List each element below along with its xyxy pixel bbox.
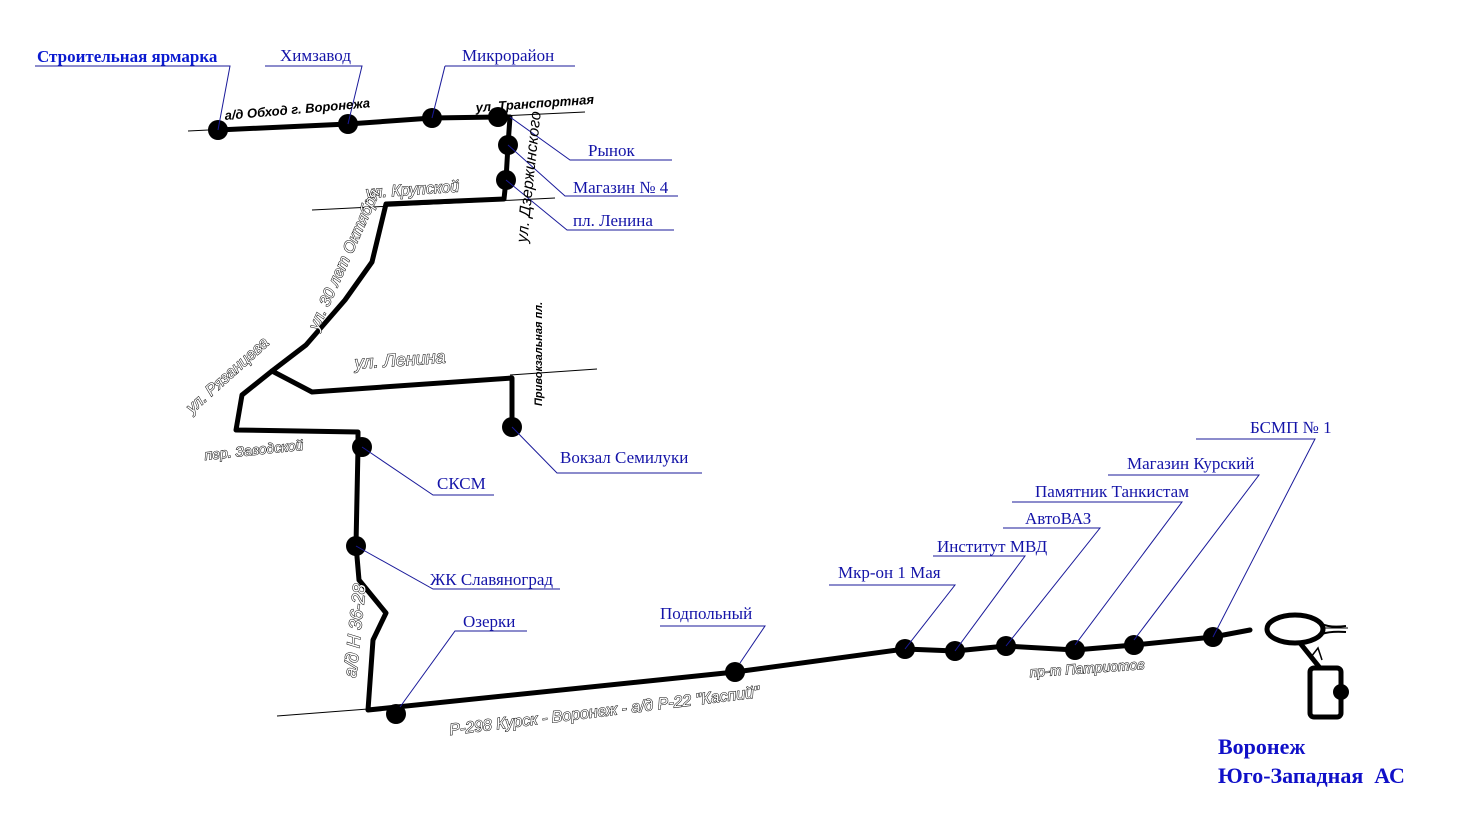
stop-dots xyxy=(208,107,1349,724)
leader-magazin-kursky xyxy=(1108,474,1261,641)
terminal-station: Юго-Западная АС xyxy=(1218,763,1405,788)
leader-podpolny xyxy=(660,625,766,664)
leader-magazin-4 xyxy=(507,144,678,197)
street-privokzalnaya: Привокзальная пл. xyxy=(533,302,545,406)
road-lenina xyxy=(509,368,598,376)
stop-dot-pamyatnik-tankistam[interactable] xyxy=(1065,640,1085,660)
stop-dot-ozerki[interactable] xyxy=(386,704,406,724)
label-ozerki: Озерки xyxy=(463,612,515,631)
leader-avtovaz xyxy=(1003,527,1102,647)
stop-labels: Строительная ярмарка Химзавод Микрорайон… xyxy=(37,46,1332,631)
street-zavodskoy: пер. Заводской xyxy=(204,437,304,463)
road-r298 xyxy=(276,708,369,717)
label-avtovaz: АвтоВАЗ xyxy=(1025,509,1091,528)
leader-sksm xyxy=(361,446,494,496)
leader-lines xyxy=(35,65,1316,708)
leader-institut-mvd xyxy=(933,555,1026,652)
leader-bsmp-1 xyxy=(1196,438,1316,638)
label-podpolny: Подпольный xyxy=(660,604,752,623)
label-bsmp-1: БСМП № 1 xyxy=(1250,418,1332,437)
roundabout-exit xyxy=(1321,623,1347,635)
direction-arrow-icon xyxy=(1310,646,1323,661)
leader-zhk-slavyanograd xyxy=(355,545,560,590)
stop-dot-podpolny[interactable] xyxy=(725,662,745,682)
leader-pamyatnik-tankistam xyxy=(1012,501,1183,646)
street-dzerzhinskogo: ул. Дзержинского xyxy=(514,110,545,244)
roundabout xyxy=(1264,612,1326,646)
label-zhk-slavyanograd: ЖК Славяноград xyxy=(430,570,553,589)
label-mikrorayon: Микрорайон xyxy=(462,46,554,65)
street-lenina: ул. Ленина xyxy=(352,347,446,373)
leader-stroitelnaya-yarmarka xyxy=(35,65,231,131)
route-line-north xyxy=(215,114,513,451)
label-magazin-4: Магазин № 4 xyxy=(573,178,669,197)
label-rynok: Рынок xyxy=(588,141,635,160)
leader-ozerki xyxy=(399,630,527,708)
label-sksm: СКСМ xyxy=(437,474,486,493)
label-mkr-1-maya: Мкр-он 1 Мая xyxy=(838,563,941,582)
terminal-access-road xyxy=(1297,640,1323,671)
stop-dot-terminal[interactable] xyxy=(1333,684,1349,700)
street-r298: Р-298 Курск - Воронеж - а/д Р-22 "Каспий… xyxy=(448,684,761,739)
label-pl-lenina: пл. Ленина xyxy=(573,211,653,230)
street-patriotov: пр-т Патриотов xyxy=(1029,656,1145,680)
street-n36-28: а/д Н 36-28 xyxy=(340,583,370,679)
label-magazin-kursky: Магазин Курский xyxy=(1127,454,1254,473)
label-pamyatnik-tankistam: Памятник Танкистам xyxy=(1035,482,1189,501)
leader-mikrorayon-2 xyxy=(431,65,446,119)
leader-vokzal-semiluki xyxy=(511,426,702,474)
leader-mkr-1-maya xyxy=(829,584,957,650)
stop-dot-rynok[interactable] xyxy=(488,107,508,127)
route-branch-vokzal xyxy=(269,368,515,430)
label-khimzavod: Химзавод xyxy=(280,46,351,65)
terminal-city: Воронеж xyxy=(1218,734,1305,759)
leader-khimzavod xyxy=(265,65,363,125)
label-stroitelnaya-yarmarka: Строительная ярмарка xyxy=(37,47,218,66)
leader-pl-lenina xyxy=(505,179,674,231)
street-ryazantseva: ул. Рязанцева xyxy=(183,334,273,417)
label-institut-mvd: Институт МВД xyxy=(937,537,1048,556)
leader-rynok xyxy=(509,116,672,161)
label-vokzal-semiluki: Вокзал Семилуки xyxy=(560,448,688,467)
stop-dot-magazin-kursky[interactable] xyxy=(1124,635,1144,655)
